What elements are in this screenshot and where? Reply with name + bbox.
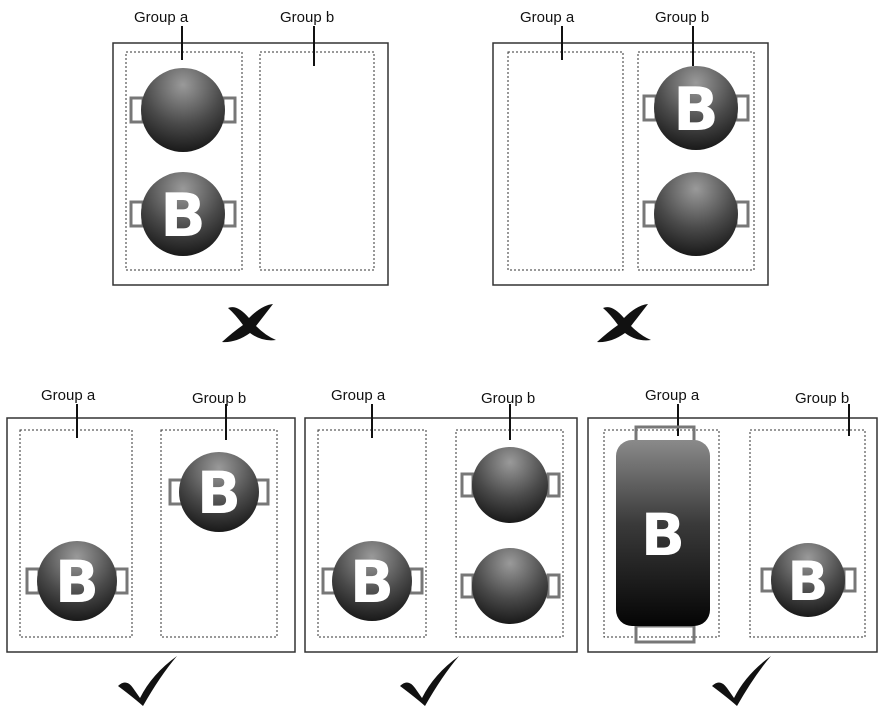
b-letter: B [350,548,394,616]
b-pot: B [168,452,270,532]
group-b-zone [160,429,278,638]
cross-mark-icon [597,304,651,343]
b-letter: B [55,548,99,616]
group-a-zone [125,51,243,271]
group-a-label: Group a [520,9,575,26]
panel-frame [587,417,878,653]
panel-2: Group a Group b B [492,9,769,343]
group-b-label: Group b [192,390,246,407]
panel-frame [6,417,296,653]
b-letter: B [787,550,828,613]
plain-pot [460,447,561,523]
panel-frame [304,417,578,653]
group-a-label: Group a [331,387,386,404]
b-letter: B [673,75,719,145]
check-mark-icon [118,656,177,706]
panel-5: Group a Group b B B [587,387,878,706]
plain-pot [460,548,561,624]
check-mark-icon [712,656,771,706]
plain-pot [642,172,750,256]
cross-mark-icon [222,304,276,343]
group-a-zone [603,429,720,638]
group-a-label: Group a [645,387,700,404]
b-pot: B [25,541,129,621]
panel-4: Group a Group b B [304,387,578,706]
group-a-zone [507,51,624,271]
group-b-label: Group b [280,9,334,26]
b-pot: B [321,541,424,621]
b-pot: B [760,543,857,617]
group-b-label: Group b [655,9,709,26]
group-b-zone [259,51,375,271]
b-letter: B [197,459,241,527]
group-a-label: Group a [134,9,189,26]
panel-1: Group a Group b B [112,9,389,343]
check-mark-icon [400,656,459,706]
b-pot: B [129,172,237,256]
panel-frame [492,42,769,286]
group-b-label: Group b [795,390,849,407]
group-b-zone [637,51,755,271]
panel-3: Group a Group b B B [6,387,296,706]
tall-b-container: B [616,425,710,644]
plain-pot [129,68,237,152]
group-b-label: Group b [481,390,535,407]
panel-frame [112,42,389,286]
group-a-label: Group a [41,387,96,404]
b-pot: B [642,66,750,150]
b-letter: B [160,181,206,251]
b-letter: B [641,501,685,569]
group-b-zone [749,429,866,638]
